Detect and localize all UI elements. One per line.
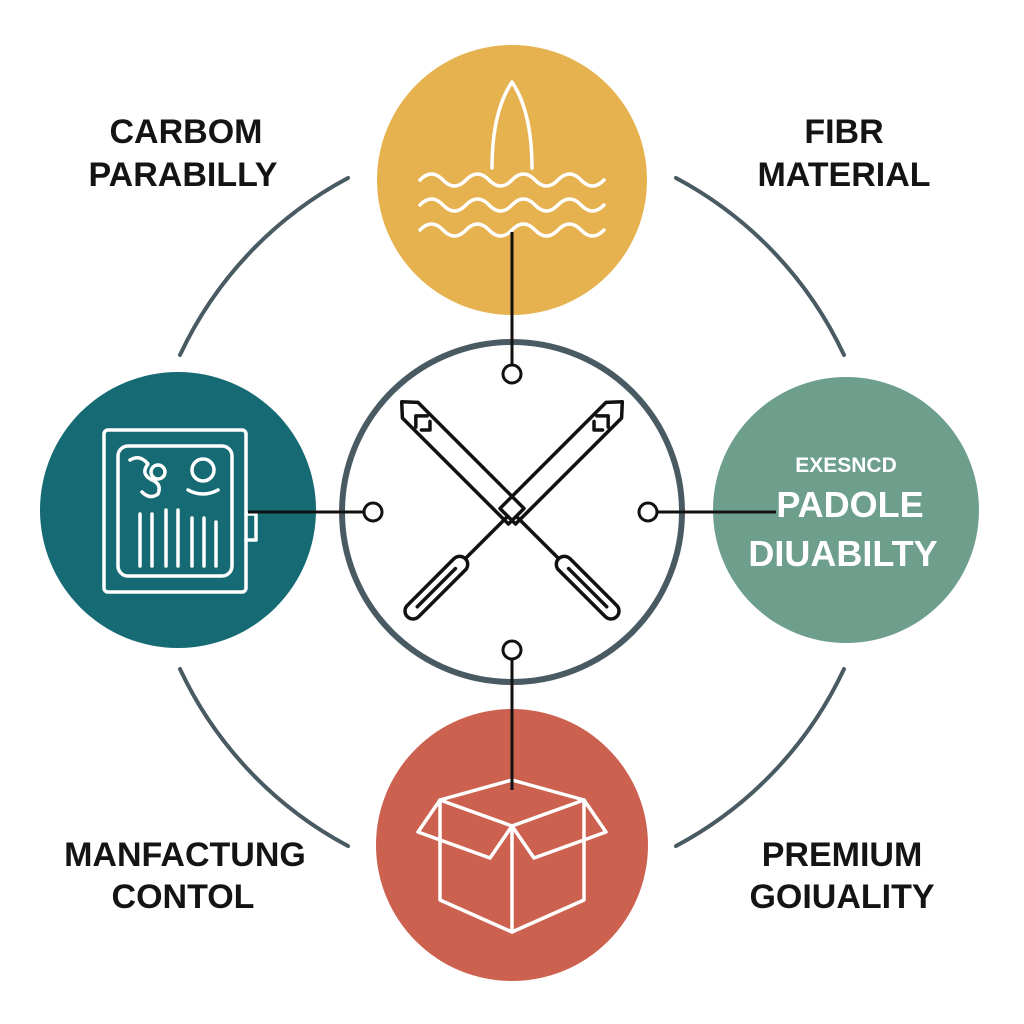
paddle-in-water-icon: [418, 80, 606, 238]
center-ring: [339, 339, 685, 685]
control-panel-icon: [102, 428, 258, 594]
connector-dot-bottom: [501, 639, 523, 661]
outer-ring-arc-bottom-left: [178, 667, 350, 848]
connector-dot-left: [362, 501, 384, 523]
label-bottom-right-line2: GOIUALITY: [749, 878, 934, 916]
right-circle-title-line1: PADOLE: [776, 484, 923, 525]
connector-dot-right: [637, 501, 659, 523]
label-bottom-right-line1: PREMIUM: [762, 836, 923, 874]
label-top-left-line2: PARABILLY: [89, 156, 278, 194]
right-circle-title-line2: DIUABILTY: [748, 533, 937, 574]
right-circle: [713, 377, 979, 643]
label-top-right-line2: MATERIAL: [757, 156, 930, 194]
right-circle-small-text: EXESNCD: [795, 454, 897, 477]
label-bottom-left-line2: CONTOL: [112, 878, 255, 916]
label-bottom-left-line1: MANFACTUNG: [64, 836, 306, 874]
outer-ring-arc-top-left: [178, 176, 350, 357]
open-box-icon: [416, 778, 608, 934]
outer-ring-arc-top-right: [674, 176, 846, 357]
outer-ring-arc-bottom-right: [674, 667, 846, 848]
connector-dot-top: [501, 363, 523, 385]
label-top-right-line1: FIBR: [804, 113, 883, 151]
crossed-paddles-icon: [399, 399, 625, 621]
label-top-left-line1: CARBOM: [110, 113, 263, 151]
